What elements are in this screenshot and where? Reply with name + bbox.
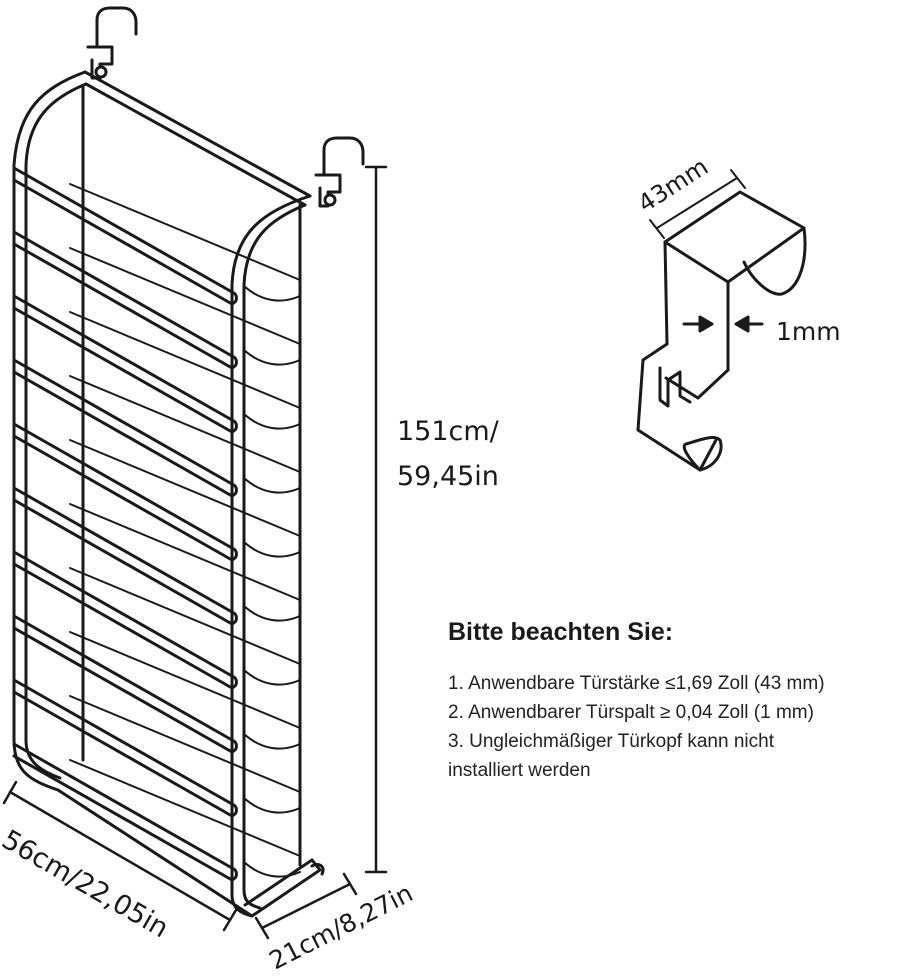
rack-shelf-back-bar [69, 503, 301, 601]
rack-back-left-tube [12, 70, 87, 792]
height-label-line1: 151cm/ [397, 416, 500, 447]
rack-shelf-pocket [243, 541, 301, 558]
rack-shelf-back-bar [69, 695, 301, 793]
rack-front-right-tube [230, 194, 312, 918]
rack-back-top-rail [83, 70, 312, 198]
hook-lower-body [636, 342, 730, 472]
rack-back-top-rail-inner [84, 82, 307, 207]
rack-hook-right [314, 136, 365, 208]
rack-shelf-front-bar [12, 742, 238, 882]
width-dimension-tick-end [222, 908, 238, 932]
rack-hook-left [86, 6, 138, 80]
rack-shelf-front-bar [12, 422, 238, 562]
depth-dimension-line [260, 882, 352, 930]
rack-shelf-front-bar [12, 166, 238, 306]
notes-item: 3. Ungleichmäßiger Türkopf kann nicht [448, 731, 774, 752]
hook-front-face [663, 240, 730, 372]
notes-panel: Bitte beachten Sie: 1. Anwendbare Türstä… [448, 618, 918, 785]
notes-item: installiert werden [448, 760, 591, 781]
width-label: 56cm/22,05in [0, 824, 174, 944]
width-dimension-tick-start [2, 780, 18, 805]
rack-shelf-front-bar [12, 294, 238, 434]
notes-title: Bitte beachten Sie: [448, 618, 674, 646]
hook-width-dim-tick-a [649, 219, 665, 239]
width-dimension-line [8, 790, 232, 922]
rack-shelf-front-bar [12, 486, 238, 626]
rack-shelf-pocket [243, 477, 301, 494]
rack-shelf-pocket [243, 669, 301, 686]
rack-shelf-back-bar [69, 759, 301, 857]
hook-lower-curl [682, 436, 723, 472]
hook-back-curl [742, 226, 807, 296]
hook-detail-illustration [636, 169, 807, 472]
hook-width-dim-line [656, 177, 738, 229]
rack-shelf-pocket [243, 733, 301, 750]
rack-shelf-pocket [243, 797, 301, 814]
rack-shelf-back-bar [69, 631, 301, 729]
hook-top-plate [663, 190, 806, 284]
rack-shelf-back-bar [69, 247, 301, 345]
rack-shelf-front-bar [12, 230, 238, 370]
rack-shelf-pocket [243, 349, 301, 366]
rack-bottom-foot-cap [310, 862, 325, 876]
rack-shelf-back-bar [69, 567, 301, 665]
depth-dimension-tick-start [254, 916, 270, 940]
rack-shelf-pocket [243, 285, 301, 302]
rack-shelf-pocket [243, 605, 301, 622]
rack-shelf-back-bar [69, 439, 301, 537]
height-label-line2: 59,45in [397, 461, 499, 492]
rack-shelf-back-bar [69, 183, 301, 281]
hook-gap-label: 1mm [776, 317, 841, 346]
gap-arrow-right-head [734, 315, 750, 333]
notes-item: 2. Anwendbarer Türspalt ≥ 0,04 Zoll (1 m… [448, 702, 814, 723]
rack-shelf-pocket [243, 413, 301, 430]
rack-front-right-tube-inner [242, 203, 307, 910]
hook-clip [658, 366, 692, 408]
hook-width-label: 43mm [633, 152, 713, 218]
rack-shelf-pocket [243, 861, 301, 878]
gap-arrow-left-head [698, 315, 714, 333]
shoe-rack-illustration [12, 6, 365, 918]
hook-width-dim-tick-b [730, 169, 746, 189]
rack-back-left-tube-inner [24, 82, 88, 780]
depth-dimension-tick-end [342, 872, 358, 896]
rack-shelf-back-bar [69, 375, 301, 473]
rack-shelf-front-bar [12, 678, 238, 818]
notes-item: 1. Anwendbare Türstärke ≤1,69 Zoll (43 m… [448, 673, 825, 694]
notes-list: 1. Anwendbare Türstärke ≤1,69 Zoll (43 m… [448, 669, 918, 785]
rack-shelves [12, 166, 301, 882]
rack-shelf-front-bar [12, 614, 238, 754]
rack-shelf-back-bar [69, 311, 301, 409]
rack-shelf-front-bar [12, 358, 238, 498]
rack-shelf-front-bar [12, 550, 238, 690]
